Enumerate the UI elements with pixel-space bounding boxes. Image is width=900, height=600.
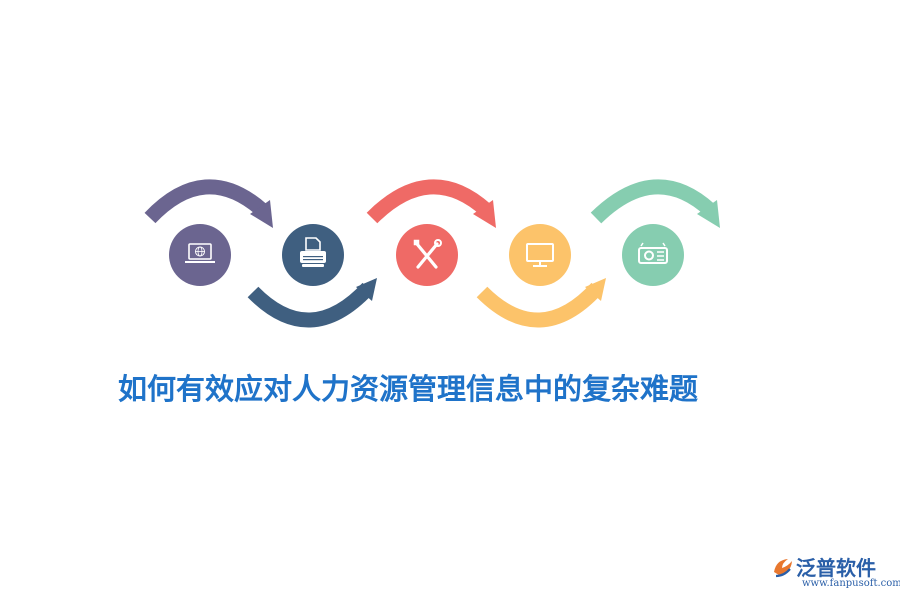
step-circle-4 bbox=[509, 224, 571, 286]
arrow-1 bbox=[144, 179, 273, 228]
step-circle-1 bbox=[169, 224, 231, 286]
logo-name: 泛普软件 bbox=[796, 556, 876, 580]
arrow-4 bbox=[476, 278, 606, 328]
arrow-3 bbox=[366, 179, 496, 228]
page-title: 如何有效应对人力资源管理信息中的复杂难题 bbox=[118, 372, 699, 406]
arrow-5 bbox=[590, 179, 720, 228]
logo-mark-icon bbox=[774, 559, 792, 578]
arrow-2 bbox=[247, 278, 377, 328]
tools-icon bbox=[413, 239, 442, 269]
monitor-icon bbox=[526, 243, 554, 267]
laptop-globe-icon bbox=[185, 243, 215, 263]
brand-logo: 泛普软件 www.fanpusoft.com bbox=[768, 552, 900, 596]
logo-url: www.fanpusoft.com bbox=[802, 578, 900, 589]
projector-icon bbox=[638, 242, 668, 264]
typewriter-icon bbox=[300, 237, 326, 267]
